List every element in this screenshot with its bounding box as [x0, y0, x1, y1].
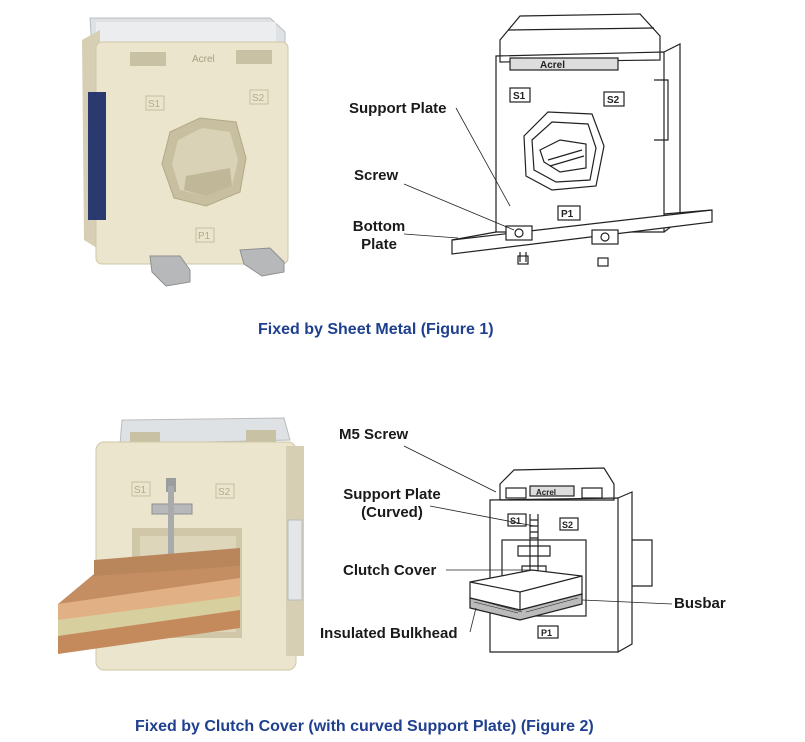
figure1-photo-s2-mark: S2	[252, 93, 265, 104]
figure2-photo-s2-mark: S2	[218, 487, 231, 498]
figure2-label-insulated-bulkhead: Insulated Bulkhead	[320, 625, 458, 642]
figure2-photo-s1-mark: S1	[134, 485, 147, 496]
figure1-drawing: Acrel S1 S2 P1	[403, 13, 713, 267]
figure1-photo-p1-mark: P1	[198, 231, 211, 242]
figure1-label-bottom-plate: Bottom Plate	[349, 218, 409, 254]
figure1-label-bottom-plate-line2: Plate	[361, 236, 397, 253]
figure2-label-support-plate: Support Plate (Curved)	[336, 486, 448, 522]
figure2-drawing-brand: Acrel	[536, 488, 556, 497]
figure2-label-m5-screw: M5 Screw	[339, 426, 409, 443]
figure2-photo: S1 S2	[58, 417, 304, 671]
figure2-label-support-plate-line1: Support Plate	[343, 486, 441, 503]
figure2-label-support-plate-line2: (Curved)	[361, 504, 423, 521]
figure1-label-screw: Screw	[354, 167, 399, 184]
figure1-photo: Acrel S1 S2 P1	[82, 17, 289, 287]
figure1-label-bottom-plate-line1: Bottom	[352, 218, 406, 235]
svg-text:Acrel: Acrel	[192, 54, 215, 65]
figure1-drawing-p1: P1	[561, 209, 574, 220]
figure2-drawing-s2: S2	[562, 520, 573, 530]
figure1-photo-s1-mark: S1	[148, 99, 161, 110]
figure2-drawing-s1: S1	[510, 516, 521, 526]
figure1-drawing-s1: S1	[513, 91, 526, 102]
figure1-caption: Fixed by Sheet Metal (Figure 1)	[258, 321, 494, 338]
figure1-label-support-plate: Support Plate	[349, 100, 447, 117]
figure2-drawing-p1: P1	[541, 628, 552, 638]
figure1-drawing-brand: Acrel	[540, 60, 565, 71]
figure1-drawing-s2: S2	[607, 95, 620, 106]
figure2-label-clutch-cover: Clutch Cover	[343, 562, 437, 579]
figure2-caption: Fixed by Clutch Cover (with curved Suppo…	[135, 718, 594, 735]
figure2-label-busbar: Busbar	[674, 595, 726, 612]
figure2-drawing: Acrel S1 S2 P1	[403, 445, 673, 653]
